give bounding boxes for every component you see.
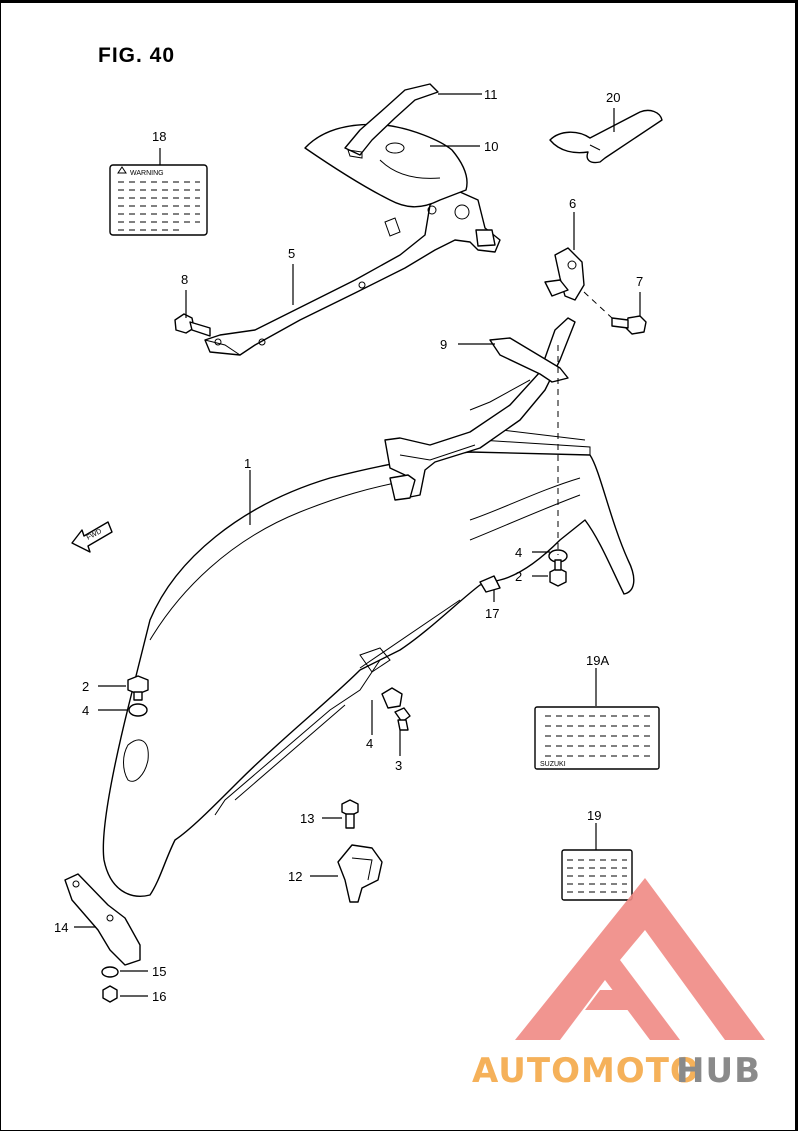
assembly-line-7 xyxy=(583,291,613,319)
watermark-text: AUTOMOTO HUB xyxy=(472,1051,761,1091)
callout-11: 11 xyxy=(484,87,498,102)
callout-13: 13 xyxy=(300,811,314,826)
callout-15: 15 xyxy=(152,964,166,979)
callout-18: 18 xyxy=(152,129,166,144)
callout-1: 1 xyxy=(244,456,251,471)
callout-16: 16 xyxy=(152,989,166,1004)
bracket-part-14 xyxy=(64,873,141,966)
callout-numbers: 1 2 2 3 4 4 4 5 6 7 8 9 10 11 12 13 14 1… xyxy=(54,87,643,1004)
frame-bracket-part-9 xyxy=(384,317,576,501)
watermark-logo xyxy=(515,878,765,1040)
bolt-part-7 xyxy=(611,315,647,335)
watermark-text-part1: AUTOMOTO xyxy=(472,1051,700,1091)
callout-8: 8 xyxy=(181,272,188,287)
wrench-part-20 xyxy=(549,109,663,164)
callout-14: 14 xyxy=(54,920,68,935)
callout-19a: 19A xyxy=(586,653,609,668)
pad-part-17 xyxy=(479,575,501,593)
strap-part-11 xyxy=(344,83,439,159)
forward-arrow-icon: FWD xyxy=(71,521,113,553)
warning-label-text: WARNING xyxy=(130,170,164,177)
rear-fender-part-1 xyxy=(102,427,635,897)
leader-lines xyxy=(74,93,641,997)
figure-title: FIG. 40 xyxy=(98,44,176,67)
bolt-part-3 xyxy=(394,707,411,731)
washer-part-4-left xyxy=(128,703,148,717)
bolt-part-13 xyxy=(341,799,359,829)
callout-2-right: 2 xyxy=(515,569,522,584)
washer-part-4-center xyxy=(381,687,403,709)
bracket-part-6 xyxy=(544,247,585,301)
washer-part-15 xyxy=(101,966,119,978)
callout-9: 9 xyxy=(440,337,447,352)
callout-7: 7 xyxy=(636,274,643,289)
callout-3: 3 xyxy=(395,758,402,773)
callout-2-left: 2 xyxy=(82,679,89,694)
brand-label-text: SUZUKI xyxy=(540,761,566,768)
watermark-text-part2: HUB xyxy=(676,1051,761,1091)
bolt-part-2-left xyxy=(127,675,149,701)
pad-part-10 xyxy=(304,123,468,208)
callout-10: 10 xyxy=(484,139,498,154)
callout-17: 17 xyxy=(485,606,499,621)
callout-4-right: 4 xyxy=(515,545,522,560)
callout-19: 19 xyxy=(587,808,601,823)
bolt-part-16 xyxy=(102,985,118,1003)
callout-20: 20 xyxy=(606,90,620,105)
callout-6: 6 xyxy=(569,196,576,211)
label-part-19 xyxy=(561,849,633,901)
bolt-part-8 xyxy=(174,313,211,337)
callout-4-left: 4 xyxy=(82,703,89,718)
bolt-part-2-right xyxy=(549,559,567,587)
label-part-19a: SUZUKI xyxy=(534,706,660,770)
clamp-part-12 xyxy=(337,844,383,903)
callout-4-center: 4 xyxy=(366,736,373,751)
warning-label-part-18: WARNING xyxy=(109,164,208,236)
callout-5: 5 xyxy=(288,246,295,261)
grab-rail-part-5 xyxy=(204,191,501,356)
callout-12: 12 xyxy=(288,869,302,884)
